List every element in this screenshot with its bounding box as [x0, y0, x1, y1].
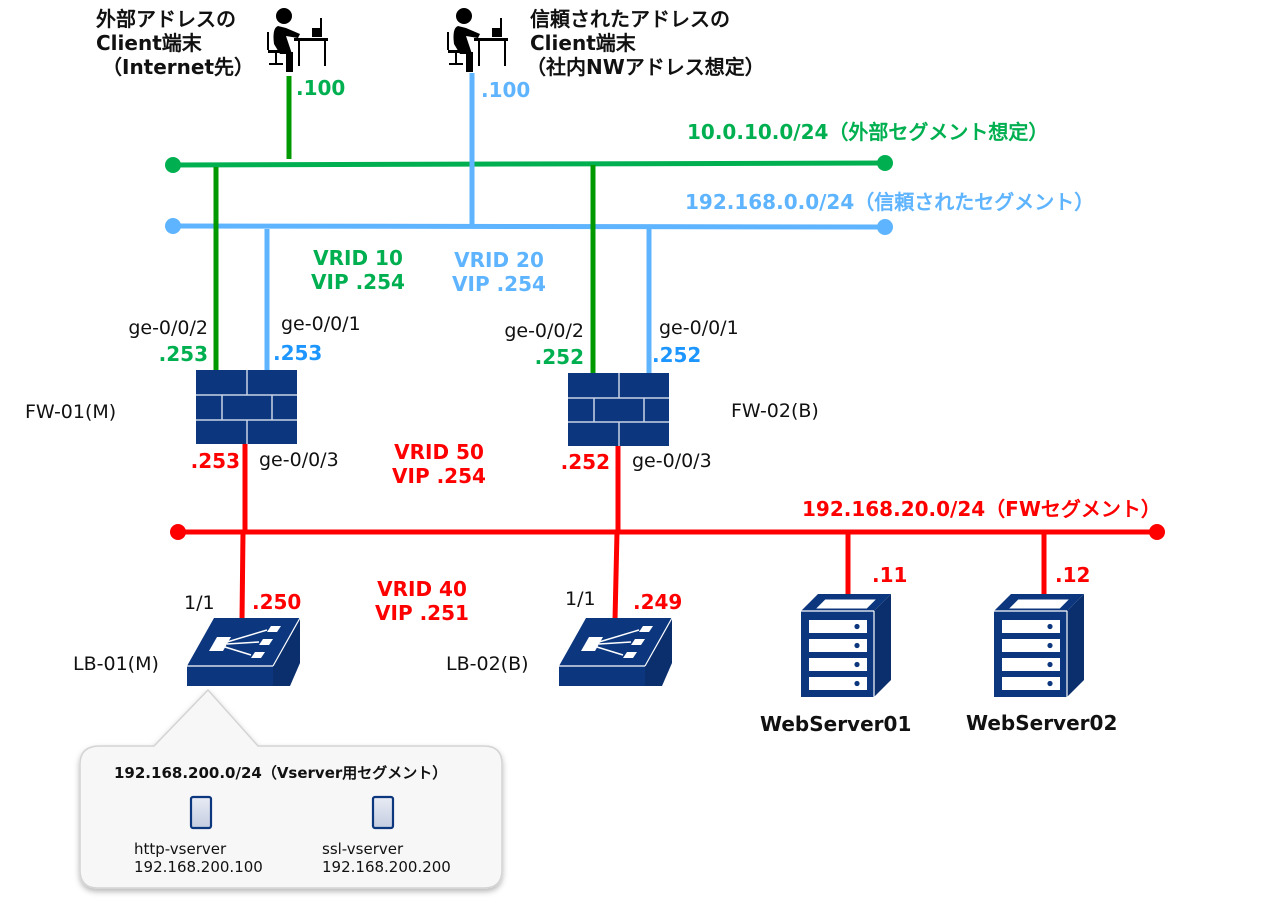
- trusted-segment-bus: [165, 218, 893, 235]
- web01-ip: .11: [872, 563, 908, 587]
- lb01-name: LB-01(M): [73, 653, 159, 675]
- vserver-ip: 192.168.200.200: [322, 858, 451, 876]
- fw01-ext-ip: .253: [158, 342, 208, 366]
- link-lb01-fwseg: [239, 531, 246, 621]
- vserver-segment-label: 192.168.200.0/24（Vserver用セグメント）: [114, 764, 448, 782]
- segment-endpoint: [877, 219, 893, 235]
- fw02-ext-interface: ge-0/0/2: [504, 320, 584, 342]
- vserver-callout: [79, 688, 503, 889]
- fw-segment-bus: [170, 524, 1165, 540]
- external-client-ip: .100: [296, 76, 346, 100]
- firewall-icon[interactable]: [196, 370, 297, 444]
- vrid20-id: VRID 20: [454, 248, 544, 272]
- external-client-title-line: （Internet先）: [102, 55, 255, 79]
- trusted-client-ip: .100: [481, 78, 531, 102]
- trusted-client-title-line: Client端末: [530, 31, 636, 55]
- segment-endpoint: [165, 218, 181, 234]
- fw02-name: FW-02(B): [731, 400, 819, 422]
- fw01-trust-ip: .253: [273, 341, 323, 365]
- segment-endpoint: [170, 524, 186, 540]
- external-client-label: 外部アドレスの Client端末 （Internet先）: [96, 7, 254, 79]
- segment-endpoint: [877, 155, 893, 171]
- vrid10-id: VRID 10: [313, 246, 403, 270]
- firewall-icon[interactable]: [568, 373, 669, 446]
- lb02-ip: .249: [633, 590, 683, 614]
- server-tower-icon[interactable]: [994, 594, 1084, 697]
- fw02-ext-ip: .252: [534, 345, 584, 369]
- vrid40-id: VRID 40: [377, 577, 467, 601]
- fw01-down-ip: .253: [190, 449, 240, 473]
- lb01-port: 1/1: [184, 592, 215, 614]
- vserver-name: http-vserver: [134, 840, 227, 858]
- vserver-item: http-vserver 192.168.200.100: [134, 840, 263, 876]
- vserver-item: ssl-vserver 192.168.200.200: [322, 840, 451, 876]
- lb01-ip: .250: [252, 590, 302, 614]
- fw02-down-ip: .252: [560, 450, 610, 474]
- fw-segment-label: 192.168.20.0/24（FWセグメント）: [802, 497, 1161, 521]
- person-at-desk-icon: [267, 8, 328, 72]
- server-tower-icon[interactable]: [801, 594, 891, 697]
- links: [213, 73, 1047, 621]
- vrid20-vip: VIP .254: [452, 272, 546, 296]
- lb02-name: LB-02(B): [446, 653, 529, 675]
- segment-endpoint: [165, 157, 181, 173]
- vserver-ip: 192.168.200.100: [134, 858, 263, 876]
- external-client-title-line: Client端末: [96, 31, 202, 55]
- load-balancer-icon[interactable]: [187, 617, 301, 686]
- vrid20-label: VRID 20 VIP .254: [444, 248, 554, 296]
- web01-name: WebServer01: [760, 712, 912, 736]
- trusted-client-title-line: 信頼されたアドレスの: [530, 7, 730, 31]
- fw01-trust-interface: ge-0/0/1: [281, 313, 361, 335]
- vrid40-label: VRID 40 VIP .251: [367, 577, 477, 625]
- fw02-down-interface: ge-0/0/3: [632, 450, 712, 472]
- vrid50-id: VRID 50: [394, 440, 484, 464]
- fw02-trust-interface: ge-0/0/1: [659, 317, 739, 339]
- segment-endpoint: [1149, 524, 1165, 540]
- trusted-client-title-line: （社内NWアドレス想定）: [526, 55, 765, 79]
- link-lb02-fwseg: [612, 531, 620, 621]
- vrid50-label: VRID 50 VIP .254: [384, 440, 494, 488]
- external-segment-label: 10.0.10.0/24（外部セグメント想定）: [687, 120, 1049, 144]
- vserver-icon: [371, 795, 395, 830]
- person-at-desk-icon: [447, 8, 508, 72]
- external-segment-bus: [165, 155, 893, 173]
- trusted-client-label: 信頼されたアドレスの Client端末 （社内NWアドレス想定）: [526, 7, 765, 79]
- fw02-trust-ip: .252: [652, 343, 702, 367]
- vserver-name: ssl-vserver: [322, 840, 404, 858]
- fw01-down-interface: ge-0/0/3: [259, 449, 339, 471]
- fw01-name: FW-01(M): [25, 401, 117, 423]
- fw01-ext-interface: ge-0/0/2: [128, 317, 208, 339]
- load-balancer-icon[interactable]: [559, 617, 673, 686]
- vserver-icon: [189, 795, 213, 830]
- vrid10-vip: VIP .254: [311, 270, 405, 294]
- trusted-segment-label: 192.168.0.0/24（信頼されたセグメント）: [685, 190, 1095, 214]
- lb02-port: 1/1: [565, 588, 596, 610]
- vrid50-vip: VIP .254: [392, 464, 486, 488]
- vrid10-label: VRID 10 VIP .254: [303, 246, 413, 294]
- web02-name: WebServer02: [966, 711, 1118, 735]
- web02-ip: .12: [1055, 563, 1091, 587]
- vrid40-vip: VIP .251: [375, 601, 469, 625]
- external-client-title-line: 外部アドレスの: [96, 7, 236, 31]
